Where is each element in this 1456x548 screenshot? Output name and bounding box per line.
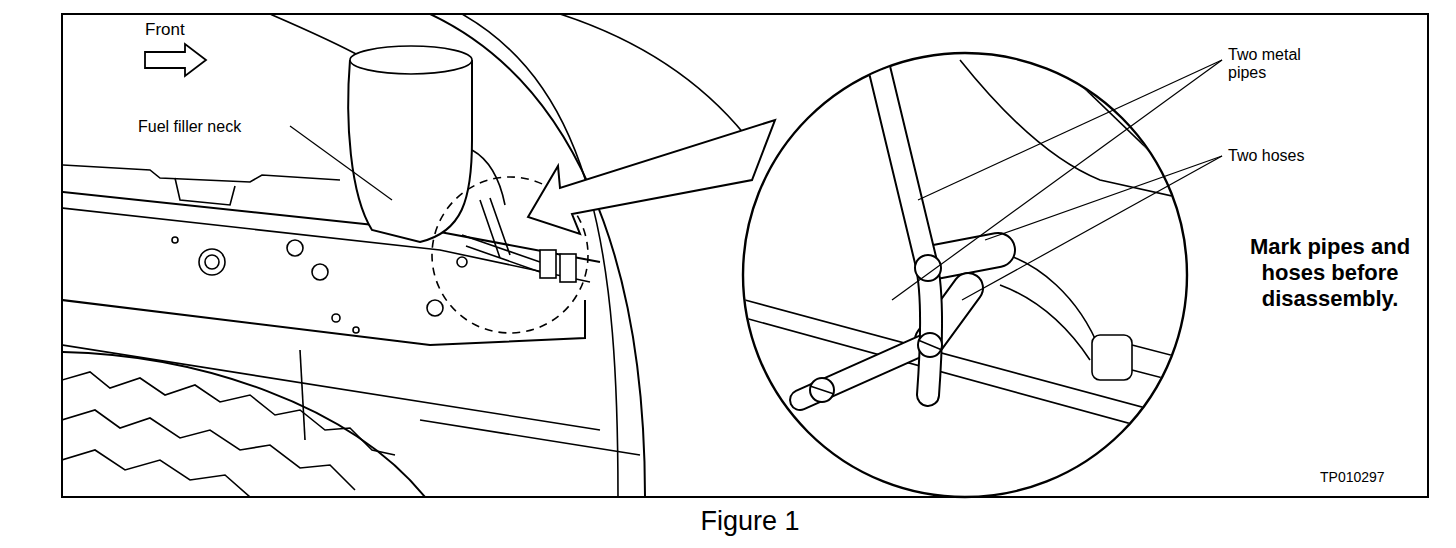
body-line (300, 350, 305, 440)
body-line (63, 165, 340, 182)
leader-line (290, 126, 392, 200)
clamp (540, 250, 556, 278)
frame-hole (205, 255, 219, 269)
magnified-view (743, 53, 1187, 497)
part-name: Two metal pipes (1228, 46, 1320, 82)
frame-hole (427, 300, 443, 316)
clamp (915, 255, 941, 281)
front-arrow (145, 44, 206, 76)
floor-line (745, 300, 1190, 420)
part-name: Two hoses (1228, 146, 1328, 165)
leader-line (918, 60, 1222, 200)
leader-lines (892, 60, 1222, 300)
fuel-filler-neck (348, 60, 472, 242)
frame-hole (332, 314, 340, 322)
wheel-arch (462, 15, 618, 496)
vehicle-scene (63, 15, 745, 496)
clamp (560, 254, 576, 282)
body-line (560, 15, 745, 135)
frame-hole (172, 237, 178, 243)
frame-rail (63, 208, 590, 282)
frame-hole (353, 327, 359, 333)
leader-line (892, 60, 1222, 300)
floor-line (420, 420, 640, 455)
pipe (1132, 345, 1190, 385)
hose (935, 250, 998, 262)
hose (1000, 285, 1090, 360)
tire-tread (63, 450, 250, 496)
tire (63, 352, 425, 496)
connector (1092, 335, 1132, 380)
hose (935, 250, 998, 262)
instruction-note: Mark pipes and hoses before disassembly. (1240, 234, 1420, 312)
frame-rail (63, 300, 585, 345)
clamp (457, 257, 467, 267)
figure-caption: Figure 1 (630, 505, 870, 537)
frame-hole (312, 264, 328, 280)
pipe (462, 198, 540, 272)
clamp (810, 340, 942, 394)
callout-arrow (528, 120, 775, 234)
part-name: Fuel filler neck (138, 117, 288, 136)
floor-line (63, 345, 600, 430)
leader-line (962, 156, 1222, 300)
frame-hole (287, 240, 303, 256)
figure-code: TP010297 (1320, 469, 1415, 486)
leader-line (985, 156, 1222, 240)
magnified-detail (745, 30, 1190, 440)
fuel-filler-neck (350, 46, 472, 74)
frame-rail (63, 192, 600, 262)
direction-label: Front (145, 20, 225, 40)
frame (62, 14, 1428, 497)
bracket (175, 178, 235, 205)
floor-line (745, 318, 1190, 440)
frame-hole (199, 249, 225, 275)
